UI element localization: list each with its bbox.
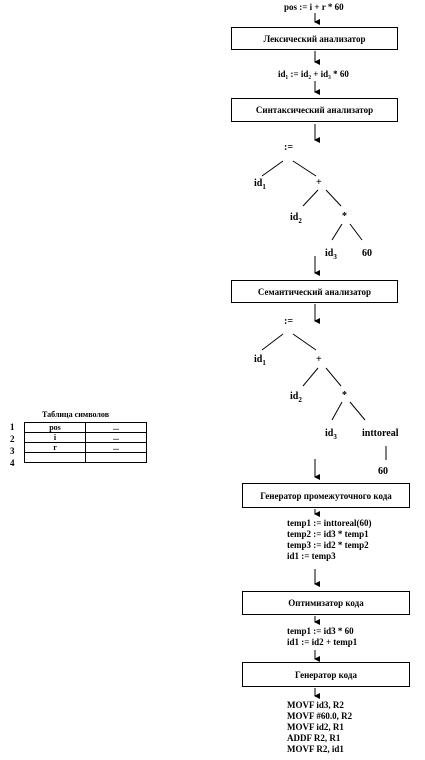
symbol-table-title: Таблица символов: [42, 410, 110, 419]
syntax-id1-node: id1: [254, 178, 266, 191]
code-line: id1 := temp3: [287, 551, 336, 561]
symbol-name-cell: pos: [24, 422, 86, 433]
table-row: r ...: [24, 442, 147, 453]
code-line: ADDF R2, R1: [287, 733, 341, 743]
code-line: temp1 := inttoreal(60): [287, 518, 372, 528]
code-line: id1 := id2 + temp1: [287, 637, 358, 647]
semantic-inttoreal-node: inttoreal: [362, 428, 399, 439]
codegen-stage-label: Генератор кода: [295, 669, 357, 680]
code-line: MOVF id2, R1: [287, 722, 344, 732]
syntax-mul-node: *: [342, 211, 347, 222]
symbol-table: pos ... i ... r ...: [24, 422, 147, 463]
symbol-attr-cell: ...: [85, 432, 147, 443]
lexer-stage-label: Лексический анализатор: [263, 33, 366, 44]
semantic-mul-node: *: [342, 390, 347, 401]
syntax-num-node: 60: [362, 248, 372, 259]
intermediate-stage-box: Генератор промежуточного кода: [242, 483, 410, 508]
symbol-attr-cell: ...: [85, 442, 147, 453]
intermediate-code-block: temp1 := inttoreal(60) temp2 := id3 * te…: [287, 518, 371, 562]
symbol-name-cell: [24, 452, 86, 463]
semantic-id1-node: id1: [254, 354, 266, 367]
semantic-plus-node: +: [316, 354, 322, 365]
semantic-stage-box: Семантический анализатор: [231, 280, 398, 303]
intermediate-stage-label: Генератор промежуточного кода: [260, 490, 392, 501]
target-code-block: MOVF id3, R2 MOVF #60.0, R2 MOVF id2, R1…: [287, 700, 352, 755]
optimizer-stage-box: Оптимизатор кода: [242, 591, 410, 615]
syntax-plus-node: +: [316, 177, 322, 188]
codegen-stage-box: Генератор кода: [242, 662, 410, 687]
symbol-attr-cell: ...: [85, 422, 147, 433]
optimized-code-block: temp1 := id3 * 60 id1 := id2 + temp1: [287, 626, 357, 648]
semantic-stage-label: Семантический анализатор: [257, 286, 372, 297]
token-stream: id₁ := id₂ + id₃ * 60: [278, 69, 349, 79]
code-line: MOVF id3, R2: [287, 700, 344, 710]
lexer-stage-box: Лексический анализатор: [231, 27, 398, 50]
semantic-num-node: 60: [378, 466, 388, 477]
symbol-name-cell: i: [24, 432, 86, 443]
syntax-id2-node: id2: [290, 212, 302, 225]
optimizer-stage-label: Оптимизатор кода: [288, 598, 364, 608]
syntax-stage-label: Синтаксический анализатор: [255, 105, 374, 115]
syntax-assign-node: :=: [284, 142, 294, 153]
symbol-row-number: 4: [10, 458, 15, 468]
table-row: pos ...: [24, 422, 147, 433]
code-line: MOVF #60.0, R2: [287, 711, 353, 721]
table-row: [24, 452, 147, 463]
code-line: temp3 := id2 * temp2: [287, 540, 369, 550]
symbol-attr-cell: [85, 452, 147, 463]
table-row: i ...: [24, 432, 147, 443]
symbol-row-number: 2: [10, 434, 15, 444]
symbol-row-number: 1: [10, 422, 15, 432]
source-statement: pos := i + r * 60: [284, 2, 344, 12]
code-line: temp2 := id3 * temp1: [287, 529, 369, 539]
semantic-id2-node: id2: [290, 391, 302, 404]
semantic-assign-node: :=: [284, 316, 294, 327]
code-line: temp1 := id3 * 60: [287, 626, 354, 636]
code-line: MOVF R2, id1: [287, 744, 344, 754]
syntax-stage-box: Синтаксический анализатор: [231, 98, 398, 122]
syntax-id3-node: id3: [325, 248, 337, 261]
symbol-row-number: 3: [10, 446, 15, 456]
symbol-name-cell: r: [24, 442, 86, 453]
semantic-id3-node: id3: [325, 428, 337, 441]
